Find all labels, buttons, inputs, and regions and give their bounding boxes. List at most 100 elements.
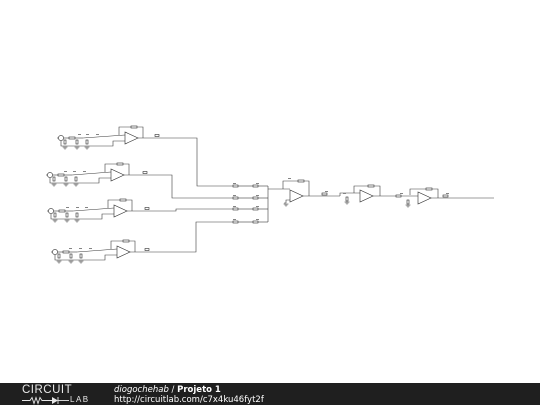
wire[interactable] xyxy=(148,174,238,199)
resistor[interactable] xyxy=(63,139,67,145)
voltage-source[interactable] xyxy=(52,249,58,255)
op-amp[interactable] xyxy=(124,131,139,145)
resistor[interactable] xyxy=(119,198,127,202)
resistor[interactable] xyxy=(252,220,259,224)
component-label-mark[interactable] xyxy=(256,219,259,220)
resistor[interactable] xyxy=(406,199,410,205)
schematic-canvas[interactable] xyxy=(0,0,540,383)
resistor[interactable] xyxy=(65,212,69,218)
voltage-source[interactable] xyxy=(47,172,53,178)
wire[interactable] xyxy=(71,171,112,176)
ground[interactable] xyxy=(78,260,84,264)
wire[interactable] xyxy=(150,221,238,253)
resistor[interactable] xyxy=(345,196,349,202)
voltage-source[interactable] xyxy=(58,135,64,141)
wire[interactable] xyxy=(72,207,115,212)
component-label-mark[interactable] xyxy=(233,219,236,220)
ground[interactable] xyxy=(74,146,80,150)
wire[interactable] xyxy=(339,192,360,196)
resistor[interactable] xyxy=(68,136,76,140)
wire[interactable] xyxy=(432,188,439,198)
component-label-mark[interactable] xyxy=(256,206,259,207)
component-label-mark[interactable] xyxy=(66,207,69,208)
resistor[interactable] xyxy=(442,194,449,198)
op-amp[interactable] xyxy=(110,168,125,182)
resistor[interactable] xyxy=(142,171,148,174)
resistor[interactable] xyxy=(130,125,138,129)
wire[interactable] xyxy=(123,163,130,175)
component-label-mark[interactable] xyxy=(96,134,99,135)
wire[interactable] xyxy=(76,248,118,253)
resistor[interactable] xyxy=(252,207,259,211)
component-label-mark[interactable] xyxy=(400,193,403,194)
resistor[interactable] xyxy=(74,176,78,182)
resistor[interactable] xyxy=(69,253,73,259)
wire[interactable] xyxy=(129,240,136,252)
wire[interactable] xyxy=(353,185,368,193)
resistor[interactable] xyxy=(75,139,79,145)
wire[interactable] xyxy=(60,140,125,147)
wire[interactable] xyxy=(284,199,290,204)
resistor[interactable] xyxy=(154,134,160,137)
component-label-mark[interactable] xyxy=(85,207,88,208)
component-label-mark[interactable] xyxy=(83,171,86,172)
ground[interactable] xyxy=(52,219,58,223)
wire[interactable] xyxy=(160,137,238,187)
resistor[interactable] xyxy=(252,196,259,200)
resistor[interactable] xyxy=(122,239,130,243)
ground[interactable] xyxy=(51,183,57,187)
ground[interactable] xyxy=(283,203,289,207)
wire[interactable] xyxy=(49,177,111,184)
resistor[interactable] xyxy=(367,184,375,188)
component-label-mark[interactable] xyxy=(256,183,259,184)
ground[interactable] xyxy=(405,204,411,208)
wire[interactable] xyxy=(118,126,131,135)
circuitlab-logo[interactable]: CIRCUIT LAB xyxy=(22,384,102,405)
ground[interactable] xyxy=(84,146,90,150)
wire[interactable] xyxy=(304,180,310,196)
wire[interactable] xyxy=(104,163,117,172)
ground[interactable] xyxy=(74,219,80,223)
component-label-mark[interactable] xyxy=(86,134,89,135)
ground[interactable] xyxy=(64,219,70,223)
ground[interactable] xyxy=(56,260,62,264)
project-title[interactable]: Projeto 1 xyxy=(177,385,221,395)
resistor[interactable] xyxy=(297,179,305,183)
component-label-mark[interactable] xyxy=(89,248,92,249)
wire[interactable] xyxy=(82,134,126,139)
component-label-mark[interactable] xyxy=(64,171,67,172)
resistor[interactable] xyxy=(75,212,79,218)
project-url[interactable]: http://circuitlab.com/c7x4ku46fyt2f xyxy=(114,395,264,405)
author-link[interactable]: diogochehab xyxy=(114,385,169,395)
resistor[interactable] xyxy=(395,194,402,198)
wire[interactable] xyxy=(54,254,117,261)
wire[interactable] xyxy=(282,180,298,189)
op-amp[interactable] xyxy=(113,204,128,218)
component-label-mark[interactable] xyxy=(343,193,346,194)
resistor[interactable] xyxy=(85,139,89,145)
resistor[interactable] xyxy=(64,176,68,182)
component-label-mark[interactable] xyxy=(233,206,236,207)
wire[interactable] xyxy=(137,126,144,138)
resistor[interactable] xyxy=(58,209,66,213)
op-amp[interactable] xyxy=(359,189,374,203)
component-label-mark[interactable] xyxy=(288,178,291,179)
ground[interactable] xyxy=(68,260,74,264)
resistor[interactable] xyxy=(116,162,124,166)
op-amp[interactable] xyxy=(116,245,131,259)
op-amp[interactable] xyxy=(417,191,432,205)
resistor[interactable] xyxy=(62,250,70,254)
resistor[interactable] xyxy=(232,184,239,188)
resistor[interactable] xyxy=(144,207,150,210)
wire[interactable] xyxy=(110,240,123,249)
resistor[interactable] xyxy=(52,176,56,182)
resistor[interactable] xyxy=(144,248,150,251)
component-label-mark[interactable] xyxy=(76,207,79,208)
voltage-source[interactable] xyxy=(48,208,54,214)
resistor[interactable] xyxy=(252,184,259,188)
resistor[interactable] xyxy=(321,192,328,196)
component-label-mark[interactable] xyxy=(73,171,76,172)
ground[interactable] xyxy=(63,183,69,187)
ground[interactable] xyxy=(62,146,68,150)
resistor[interactable] xyxy=(79,253,83,259)
